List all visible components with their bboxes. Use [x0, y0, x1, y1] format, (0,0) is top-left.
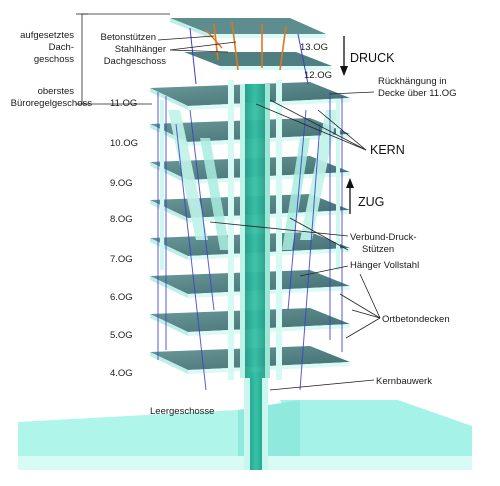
floor-label-5og: 5.OG: [110, 330, 133, 341]
floor-label-10og: 10.OG: [110, 138, 138, 149]
label-tension: ZUG: [358, 195, 384, 209]
core-shaft: [240, 84, 270, 378]
label-composite-columns-line1: Verbund-Druck-: [350, 232, 417, 243]
label-roof-line2: Dach-: [49, 42, 74, 53]
label-steel-hangers-line1: Stahlhänger: [115, 44, 166, 55]
label-roof-line1: aufgesetztes: [20, 30, 74, 41]
right-labels: DRUCK ZUG Rückhängung in Decke über 11.O…: [350, 51, 457, 387]
steel-hanger-line: [189, 109, 215, 311]
label-roof-line3: geschoss: [34, 54, 74, 65]
floor-label-7og: 7.OG: [110, 254, 133, 265]
label-composite-columns-line2: Stützen: [362, 244, 394, 255]
label-core-structure: Kernbauwerk: [376, 376, 432, 387]
floor-labels: 13.OG 12.OG 11.OG 10.OG 9.OG 8.OG 7.OG 6…: [110, 42, 332, 379]
steel-hangers: [157, 92, 343, 391]
steel-hanger-line: [175, 123, 207, 391]
steel-hanger-line: [299, 123, 321, 391]
label-cast-slabs: Ortbetondecken: [382, 314, 450, 325]
force-arrows: [340, 36, 354, 214]
label-tieback-line1: Rückhängung in: [378, 76, 447, 87]
composite-columns: [160, 80, 340, 380]
label-concrete-props: Betonstützen: [101, 32, 156, 43]
left-labels: aufgesetztes Dach- geschoss oberstes Bür…: [11, 30, 215, 417]
label-steel-hangers-line2: Dachgeschoss: [104, 56, 167, 67]
floor-label-13og: 13.OG: [300, 42, 328, 53]
floor-label-9og: 9.OG: [110, 178, 133, 189]
steel-hanger-line: [287, 109, 307, 311]
top-labels: Betonstützen Stahlhänger Dachgeschoss: [101, 32, 167, 67]
floor-label-12og: 12.OG: [304, 70, 332, 81]
floor-label-11og: 11.OG: [110, 98, 137, 109]
label-top-office-line1: oberstes: [38, 86, 75, 97]
roof-block: [170, 18, 332, 85]
label-tieback-line2: Decke über 11.OG: [378, 88, 457, 99]
floor-label-4og: 4.OG: [110, 368, 133, 379]
label-empty-floor: Leergeschosse: [150, 406, 214, 417]
label-core: KERN: [370, 143, 405, 157]
label-solid-steel-hangers: Hänger Vollstahl: [350, 260, 419, 271]
label-top-office-line2: Büroregelgeschoss: [11, 98, 93, 109]
label-compression: DRUCK: [350, 51, 395, 65]
leader-lines: [76, 13, 381, 391]
floor-label-6og: 6.OG: [110, 292, 133, 303]
core-shaft-lower: [244, 372, 268, 470]
floor-label-8og: 8.OG: [110, 214, 133, 225]
